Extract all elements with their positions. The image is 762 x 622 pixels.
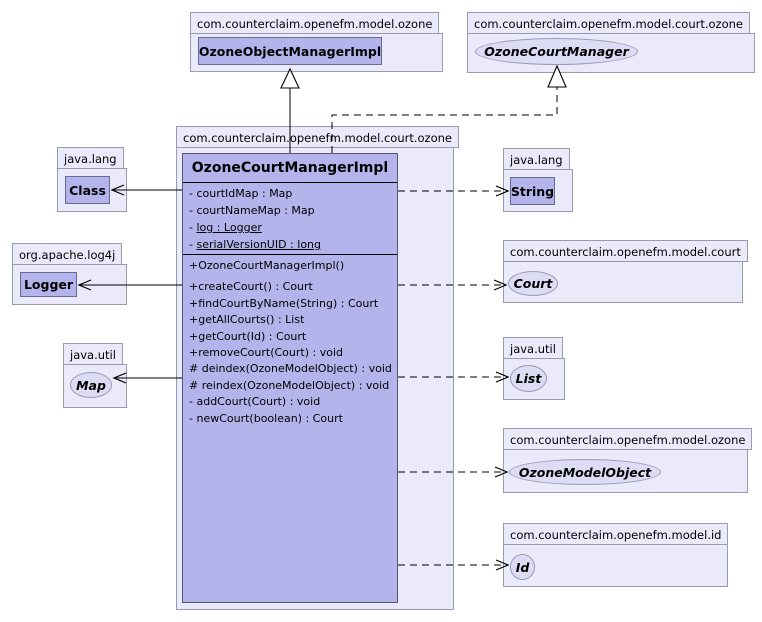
package-tab-model-ozone-right: com.counterclaim.openefm.model.ozone — [503, 428, 753, 450]
member-visibility: - — [189, 204, 197, 217]
member-text: deindex(OzoneModelObject) : void — [201, 362, 392, 376]
method-line: # deindex(OzoneModelObject) : void — [189, 361, 397, 377]
interface-node-id[interactable]: Id — [510, 554, 535, 580]
package-tab-java-util-right: java.util — [503, 337, 563, 359]
member-visibility: + — [189, 313, 199, 327]
method-line: +removeCourt(Court) : void — [189, 345, 397, 361]
member-visibility: + — [189, 296, 199, 310]
package-tab-model-court-ozone-top: com.counterclaim.openefm.model.court.ozo… — [467, 12, 750, 34]
method-line: - addCourt(Court) : void — [189, 394, 397, 410]
member-text: OzoneCourtManagerImpl() — [198, 259, 345, 272]
member-visibility: + — [189, 259, 199, 272]
member-visibility: - — [189, 238, 197, 251]
member-visibility: + — [189, 329, 199, 343]
member-text: courtNameMap : Map — [196, 204, 315, 217]
package-tab-java-util-left: java.util — [63, 343, 123, 365]
attribute-line: - courtIdMap : Map — [189, 185, 397, 202]
class-node-ozone-court-manager-impl[interactable]: OzoneCourtManagerImpl - courtIdMap : Map… — [182, 153, 398, 603]
package-body-model-id — [503, 544, 728, 587]
method-line: # reindex(OzoneModelObject) : void — [189, 378, 397, 394]
member-visibility: - — [189, 411, 197, 425]
member-visibility: + — [189, 346, 199, 360]
member-text: courtIdMap : Map — [196, 187, 293, 200]
method-line: +findCourtByName(String) : Court — [189, 296, 397, 312]
member-text: addCourt(Court) : void — [196, 395, 321, 409]
methods-section: +OzoneCourtManagerImpl() +createCourt() … — [183, 255, 397, 427]
attributes-section: - courtIdMap : Map - courtNameMap : Map … — [183, 183, 397, 255]
method-line: +getCourt(Id) : Court — [189, 329, 397, 345]
interface-node-ozone-court-manager[interactable]: OzoneCourtManager — [475, 38, 638, 65]
member-text: log : Logger — [196, 221, 262, 234]
method-line: +createCourt() : Court — [189, 279, 397, 295]
class-node-logger[interactable]: Logger — [20, 272, 77, 297]
attribute-line: - log : Logger — [189, 219, 397, 236]
member-text: newCourt(boolean) : Court — [196, 411, 343, 425]
member-visibility: + — [189, 280, 199, 294]
member-text: getCourt(Id) : Court — [198, 329, 307, 343]
package-tab-java-lang-left: java.lang — [57, 147, 124, 169]
member-text: serialVersionUID : long — [196, 238, 321, 251]
member-text: findCourtByName(String) : Court — [198, 296, 379, 310]
member-text: removeCourt(Court) : void — [198, 346, 343, 360]
member-visibility: # — [189, 378, 202, 392]
interface-node-court[interactable]: Court — [508, 271, 558, 296]
attribute-line: - serialVersionUID : long — [189, 236, 397, 253]
package-tab-model-ozone-top: com.counterclaim.openefm.model.ozone — [190, 12, 440, 34]
package-tab-model-court-ozone-center: com.counterclaim.openefm.model.court.ozo… — [176, 126, 459, 148]
method-line: +getAllCourts() : List — [189, 312, 397, 328]
member-visibility: - — [189, 221, 197, 234]
class-node-class[interactable]: Class — [65, 176, 110, 204]
member-visibility: - — [189, 395, 197, 409]
member-text: reindex(OzoneModelObject) : void — [201, 378, 390, 392]
class-node-string[interactable]: String — [510, 177, 555, 205]
method-line: +OzoneCourtManagerImpl() — [189, 258, 397, 274]
interface-node-map[interactable]: Map — [70, 372, 112, 398]
package-tab-model-court: com.counterclaim.openefm.model.court — [503, 240, 748, 262]
package-tab-java-lang-right: java.lang — [503, 148, 570, 170]
member-visibility: # — [189, 362, 202, 376]
interface-node-list[interactable]: List — [510, 365, 547, 392]
class-node-ozone-object-manager-impl[interactable]: OzoneObjectManagerImpl — [198, 37, 382, 65]
interface-node-ozone-model-object[interactable]: OzoneModelObject — [509, 459, 661, 485]
member-text: createCourt() : Court — [198, 280, 313, 294]
package-tab-log4j: org.apache.log4j — [12, 243, 123, 265]
member-visibility: - — [189, 187, 197, 200]
member-text: getAllCourts() : List — [198, 313, 305, 327]
package-tab-model-id: com.counterclaim.openefm.model.id — [503, 523, 729, 545]
method-line: - newCourt(boolean) : Court — [189, 411, 397, 427]
class-title: OzoneCourtManagerImpl — [183, 154, 397, 183]
attribute-line: - courtNameMap : Map — [189, 202, 397, 219]
